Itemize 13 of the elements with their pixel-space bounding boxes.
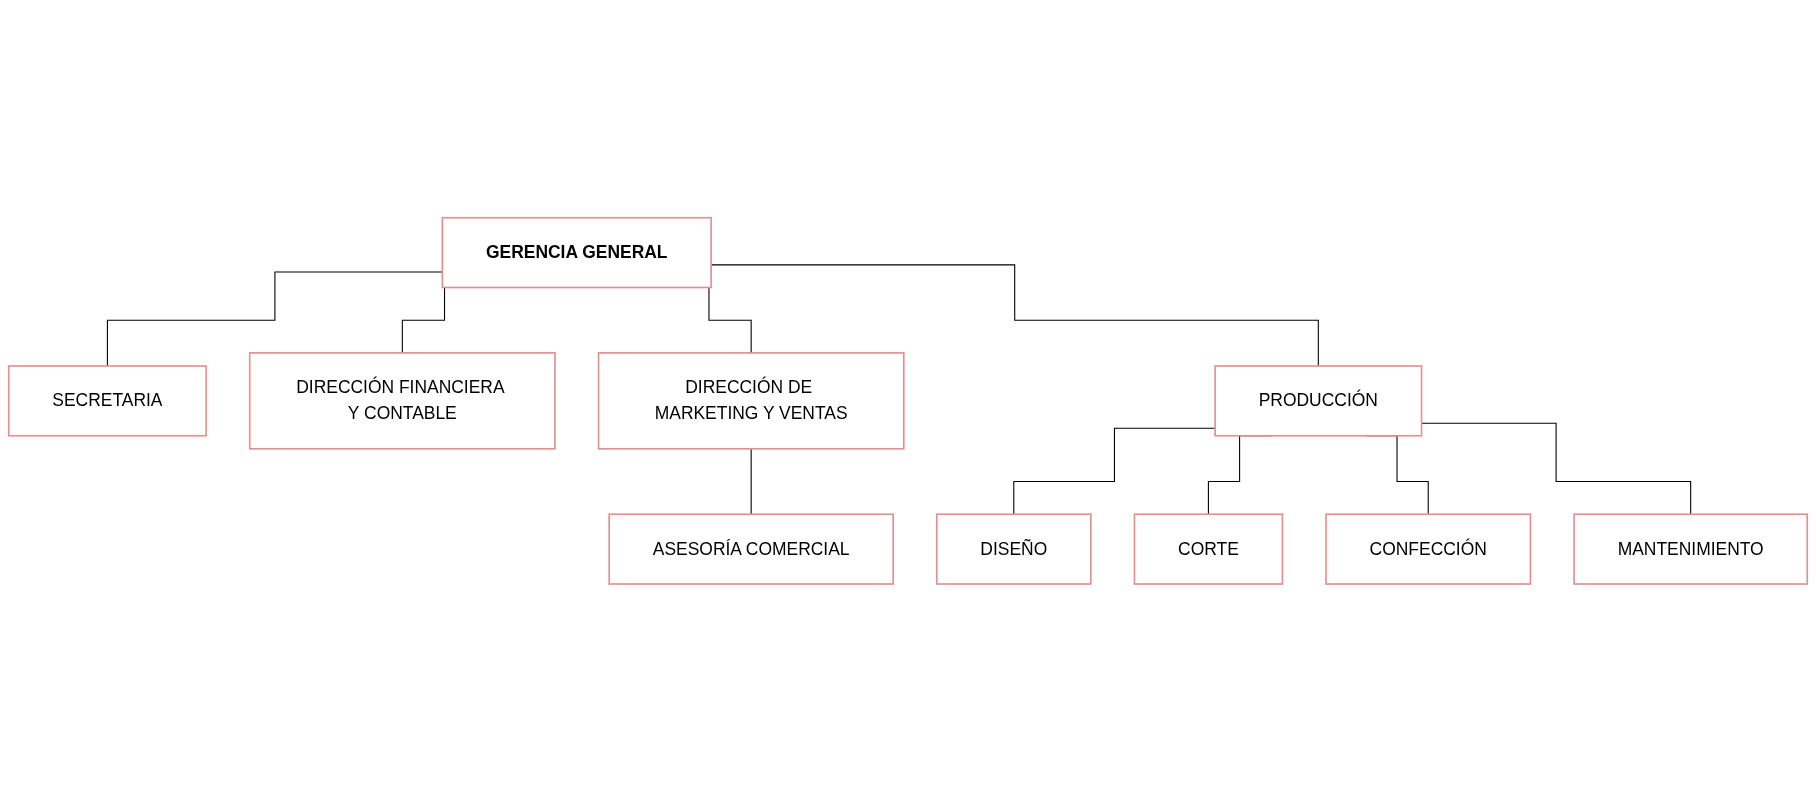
node-box: CONFECCIÓN bbox=[1325, 513, 1532, 585]
connector bbox=[750, 447, 752, 515]
node-box: DIRECCIÓN DE MARKETING Y VENTAS bbox=[597, 351, 905, 450]
node-box: CORTE bbox=[1133, 513, 1284, 585]
connector bbox=[1013, 427, 1216, 515]
node-box: GERENCIA GENERAL bbox=[441, 216, 712, 288]
node-box: DIRECCIÓN FINANCIERA Y CONTABLE bbox=[248, 351, 556, 450]
node-box: DISEÑO bbox=[935, 513, 1092, 585]
node-box: SECRETARIA bbox=[7, 364, 207, 437]
node-box: ASESORÍA COMERCIAL bbox=[608, 513, 894, 585]
node-box: MANTENIMIENTO bbox=[1573, 513, 1809, 585]
node-box: PRODUCCIÓN bbox=[1214, 364, 1423, 437]
connector bbox=[106, 271, 443, 367]
